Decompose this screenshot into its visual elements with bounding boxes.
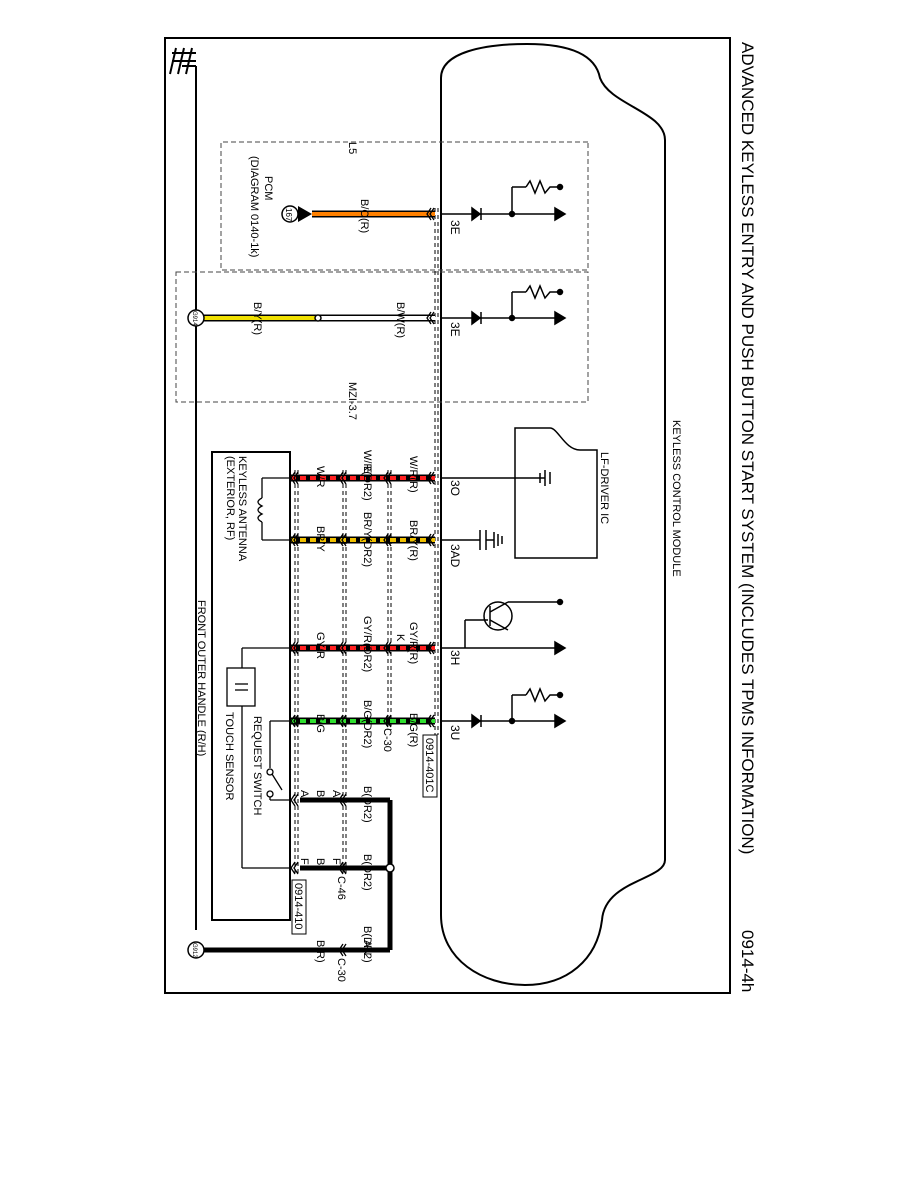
internal-circuit-3e-a — [441, 179, 567, 222]
wire-label-bwr: B/W(R) — [394, 302, 406, 338]
pin-3ad: 3AD — [448, 544, 462, 568]
keyless-antenna-label: KEYLESS ANTENNA — [236, 456, 248, 562]
wire-label-byr: B/Y(R) — [251, 302, 263, 335]
diagram-title-group: ADVANCED KEYLESS ENTRY AND PUSH BUTTON S… — [738, 42, 757, 992]
wire-bor — [281, 205, 435, 223]
wire-label-wr-dr2: W/R(DR2) — [361, 450, 373, 501]
splice-point — [385, 863, 395, 873]
connector-c46: C-46 — [335, 876, 347, 900]
ground-g912: G912 — [187, 941, 205, 959]
connector-0914-410-label: 0914-410 — [292, 883, 304, 930]
request-switch-label: REQUEST SWITCH — [251, 716, 263, 815]
internal-circuit-3u — [441, 687, 567, 729]
dashed-regions: L5 MZI-3.7 — [175, 141, 589, 420]
wire-label-b-dr2-2: B(DR2) — [361, 854, 373, 891]
wire-label-gyr-r: GY/R(R) — [407, 622, 419, 664]
ground-g914: G914 — [187, 309, 205, 327]
pin-3u: 3U — [448, 725, 462, 740]
capacitor-icon — [441, 530, 503, 550]
antenna-coil-icon — [257, 477, 290, 541]
wire-label-b-dr2-3: B(DR2) — [361, 926, 373, 963]
chassis-ground-icon — [169, 47, 197, 930]
wire-label-bg-dr2: B/G(DR2) — [361, 700, 373, 748]
touch-sensor-icon — [226, 647, 290, 869]
terminal-b-upper: B — [314, 790, 326, 797]
coil-icon — [441, 470, 551, 486]
connector-0914-410-box — [291, 879, 307, 935]
pin-3h: 3H — [448, 650, 462, 665]
control-module-outline — [440, 42, 666, 987]
terminal-e: E — [361, 466, 373, 473]
region-l5-label: L5 — [346, 142, 358, 154]
diagram-id: 0914-4h — [738, 930, 757, 992]
terminal-f-lower: F — [298, 858, 310, 865]
terminal-f-upper: F — [330, 858, 342, 865]
keyless-antenna-sub: (EXTERIOR, RF) — [224, 456, 236, 540]
wire-label-bg: B/G — [314, 714, 326, 733]
inline-connector-rail — [294, 470, 392, 875]
internal-circuit-3e-b — [441, 284, 567, 326]
wire-byr — [196, 314, 322, 322]
region-l5 — [220, 141, 589, 271]
pcm-title: PCM — [262, 176, 274, 200]
region-mzi-label: MZI-3.7 — [346, 382, 358, 420]
wire-label-wr: W/R — [314, 466, 326, 487]
pin-3o: 3O — [448, 480, 462, 496]
terminal-an: AN — [361, 940, 373, 955]
ground-g912-label: G912 — [191, 943, 197, 958]
connector-0914-401c-label: 0914-401C — [423, 738, 435, 792]
diagram-title: ADVANCED KEYLESS ENTRY AND PUSH BUTTON S… — [738, 42, 757, 854]
pin-3e-pcm: 3E — [448, 220, 462, 235]
front-outer-handle-label: FRONT OUTER HANDLE (R/H) — [195, 600, 207, 756]
wire-label-bry-dr2: BR/Y(DR2) — [361, 512, 373, 567]
wire-label-gyr-dr2: GY/R(DR2) — [361, 616, 373, 672]
wire-label-bry-r: BR/Y(R) — [407, 520, 419, 561]
terminal-a-upper: A — [330, 790, 342, 798]
touch-sensor-label: TOUCH SENSOR — [223, 712, 235, 800]
module-connector-rail — [434, 208, 439, 735]
wire-label-bor: B/O(R) — [358, 199, 370, 233]
front-outer-handle-box — [211, 451, 291, 921]
terminal-b-mid: B — [314, 858, 326, 865]
wire-b-ground-bus — [196, 797, 393, 953]
connector-c30-b: C-30 — [335, 958, 347, 982]
region-mzi — [175, 271, 589, 403]
wire-label-br: B(R) — [314, 940, 326, 963]
terminal-a-lower: A — [298, 790, 310, 798]
diagram-frame — [164, 37, 731, 994]
pcm-ref: 167 — [284, 208, 293, 222]
lf-driver-ic-outline — [514, 427, 598, 559]
control-module-label: KEYLESS CONTROL MODULE — [670, 420, 682, 577]
wire-label-b-dr2-1: B(DR2) — [361, 786, 373, 823]
connector-c30-a: C-30 — [381, 728, 393, 752]
wire-label-bg-r: B/G(R) — [407, 713, 419, 747]
connector-0914-401c-box — [422, 734, 438, 798]
wire-label-wr-r: W/R(R) — [407, 456, 419, 493]
pcm-diagram-ref: (DIAGRAM 0140-1k) — [248, 156, 260, 257]
ground-g914-label: G914 — [191, 311, 197, 326]
wire-label-gyr: GY/R — [314, 632, 326, 659]
transistor-icon — [441, 598, 567, 656]
lf-driver-ic: LF-DRIVER IC — [441, 427, 610, 559]
pin-3e-ground: 3E — [448, 322, 462, 337]
lf-driver-ic-label: LF-DRIVER IC — [598, 452, 610, 524]
wire-label-bry: BR/Y — [314, 526, 326, 552]
request-switch-icon — [266, 720, 290, 801]
terminal-k: K — [394, 634, 406, 642]
